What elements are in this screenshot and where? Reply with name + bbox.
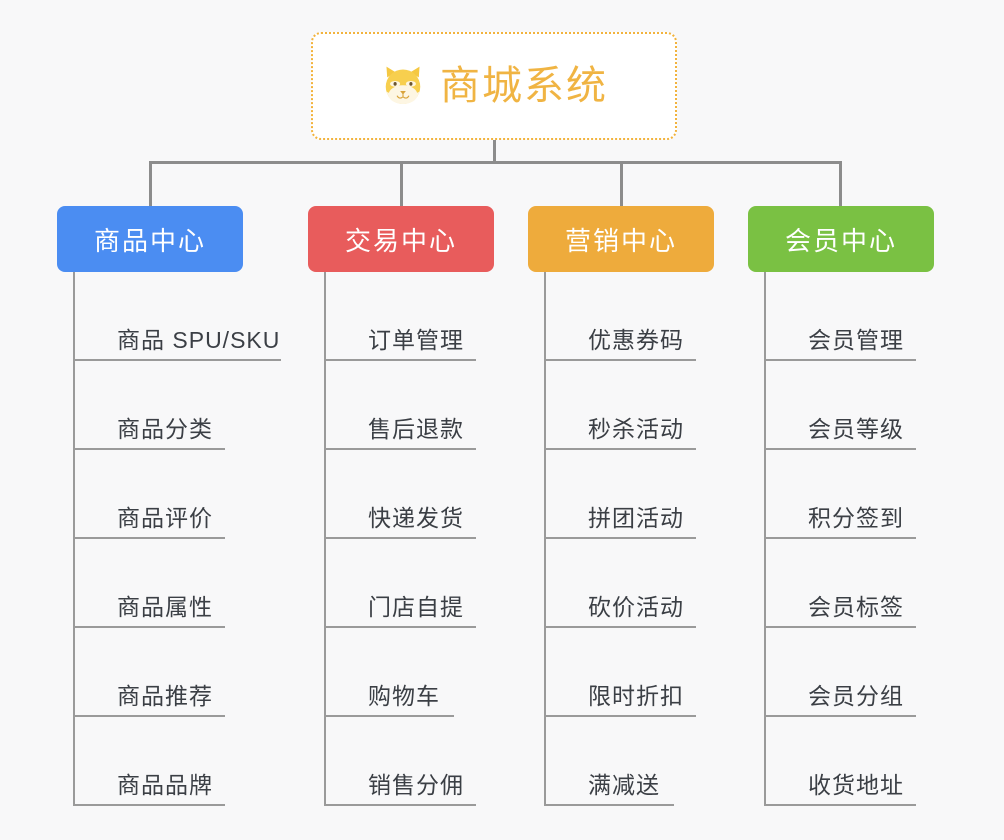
leaf-underline xyxy=(324,448,476,450)
leaf-spine xyxy=(544,272,546,806)
leaf-label: 会员分组 xyxy=(808,683,904,709)
leaf-column-product-center: 商品 SPU/SKU 商品分类商品评价商品属性商品推荐商品品牌 xyxy=(73,272,333,806)
leaf-item[interactable]: 会员标签 xyxy=(764,539,916,628)
root-title: 商城系统 xyxy=(440,64,608,108)
category-label: 交易中心 xyxy=(344,225,457,256)
leaf-underline xyxy=(73,804,225,806)
leaf-underline xyxy=(73,715,225,717)
leaf-underline xyxy=(73,626,225,628)
connector-drop-2 xyxy=(400,161,403,206)
leaf-item[interactable]: 订单管理 xyxy=(324,272,476,361)
leaf-underline xyxy=(324,537,476,539)
leaf-item[interactable]: 商品评价 xyxy=(73,450,225,539)
leaf-item[interactable]: 优惠券码 xyxy=(544,272,696,361)
leaf-item[interactable]: 秒杀活动 xyxy=(544,361,696,450)
leaf-spine xyxy=(324,272,326,806)
leaf-label: 商品评价 xyxy=(117,505,213,531)
leaf-label: 优惠券码 xyxy=(588,327,684,353)
connector-drop-4 xyxy=(839,161,842,206)
connector-drop-3 xyxy=(620,161,623,206)
leaf-label: 积分签到 xyxy=(808,505,904,531)
leaf-underline xyxy=(324,626,476,628)
leaf-label: 商品分类 xyxy=(117,416,213,442)
leaf-item[interactable]: 砍价活动 xyxy=(544,539,696,628)
leaf-label: 会员标签 xyxy=(808,594,904,620)
leaf-underline xyxy=(324,359,476,361)
leaf-label: 会员等级 xyxy=(808,416,904,442)
leaf-underline xyxy=(764,448,916,450)
leaf-underline xyxy=(324,804,476,806)
leaf-underline xyxy=(764,537,916,539)
leaf-spine xyxy=(73,272,75,806)
leaf-underline xyxy=(544,626,696,628)
leaf-underline xyxy=(544,359,696,361)
leaf-label: 门店自提 xyxy=(368,594,464,620)
leaf-column-trade-center: 订单管理售后退款快递发货门店自提购物车销售分佣 xyxy=(324,272,584,806)
leaf-item[interactable]: 满减送 xyxy=(544,717,674,806)
leaf-underline xyxy=(73,448,225,450)
leaf-item[interactable]: 会员管理 xyxy=(764,272,916,361)
leaf-item[interactable]: 限时折扣 xyxy=(544,628,696,717)
category-box-marketing-center[interactable]: 营销中心 xyxy=(528,206,714,272)
leaf-item[interactable]: 商品属性 xyxy=(73,539,225,628)
leaf-label: 满减送 xyxy=(588,772,660,798)
leaf-item[interactable]: 商品推荐 xyxy=(73,628,225,717)
leaf-item[interactable]: 会员等级 xyxy=(764,361,916,450)
leaf-label: 商品品牌 xyxy=(117,772,213,798)
leaf-label: 销售分佣 xyxy=(368,772,464,798)
category-box-product-center[interactable]: 商品中心 xyxy=(57,206,243,272)
leaf-underline xyxy=(764,804,916,806)
leaf-label: 商品推荐 xyxy=(117,683,213,709)
connector-drop-1 xyxy=(149,161,152,206)
leaf-label: 限时折扣 xyxy=(588,683,684,709)
leaf-underline xyxy=(544,448,696,450)
leaf-label: 秒杀活动 xyxy=(588,416,684,442)
leaf-item[interactable]: 商品品牌 xyxy=(73,717,225,806)
leaf-label: 砍价活动 xyxy=(588,594,684,620)
leaf-label: 商品属性 xyxy=(117,594,213,620)
leaf-label: 购物车 xyxy=(368,683,440,709)
shiba-dog-face-icon xyxy=(385,66,421,104)
leaf-underline xyxy=(324,715,454,717)
leaf-column-marketing-center: 优惠券码秒杀活动拼团活动砍价活动限时折扣满减送 xyxy=(544,272,804,806)
category-label: 商品中心 xyxy=(93,225,206,256)
leaf-underline xyxy=(544,804,674,806)
category-box-trade-center[interactable]: 交易中心 xyxy=(308,206,494,272)
leaf-item[interactable]: 会员分组 xyxy=(764,628,916,717)
leaf-spine xyxy=(764,272,766,806)
connector-horizontal-bar xyxy=(149,161,842,164)
leaf-underline xyxy=(764,359,916,361)
category-box-member-center[interactable]: 会员中心 xyxy=(748,206,934,272)
leaf-label: 快递发货 xyxy=(368,505,464,531)
leaf-label: 商品 SPU/SKU xyxy=(117,327,281,353)
leaf-underline xyxy=(544,537,696,539)
root-node[interactable]: 商城系统 xyxy=(311,32,677,140)
leaf-label: 售后退款 xyxy=(368,416,464,442)
connector-root-stem xyxy=(493,140,496,164)
leaf-item[interactable]: 收货地址 xyxy=(764,717,916,806)
leaf-label: 会员管理 xyxy=(808,327,904,353)
leaf-underline xyxy=(764,626,916,628)
leaf-label: 订单管理 xyxy=(368,327,464,353)
leaf-item[interactable]: 售后退款 xyxy=(324,361,476,450)
leaf-underline xyxy=(544,715,696,717)
category-label: 会员中心 xyxy=(784,225,897,256)
category-label: 营销中心 xyxy=(564,225,677,256)
leaf-underline xyxy=(764,715,916,717)
leaf-item[interactable]: 快递发货 xyxy=(324,450,476,539)
leaf-underline xyxy=(73,537,225,539)
leaf-item[interactable]: 商品分类 xyxy=(73,361,225,450)
leaf-item[interactable]: 积分签到 xyxy=(764,450,916,539)
leaf-label: 收货地址 xyxy=(808,772,904,798)
leaf-label: 拼团活动 xyxy=(588,505,684,531)
leaf-column-member-center: 会员管理会员等级积分签到会员标签会员分组收货地址 xyxy=(764,272,1004,806)
leaf-item[interactable]: 门店自提 xyxy=(324,539,476,628)
leaf-item[interactable]: 商品 SPU/SKU xyxy=(73,272,281,361)
leaf-underline xyxy=(73,359,281,361)
leaf-item[interactable]: 销售分佣 xyxy=(324,717,476,806)
leaf-item[interactable]: 购物车 xyxy=(324,628,454,717)
leaf-item[interactable]: 拼团活动 xyxy=(544,450,696,539)
